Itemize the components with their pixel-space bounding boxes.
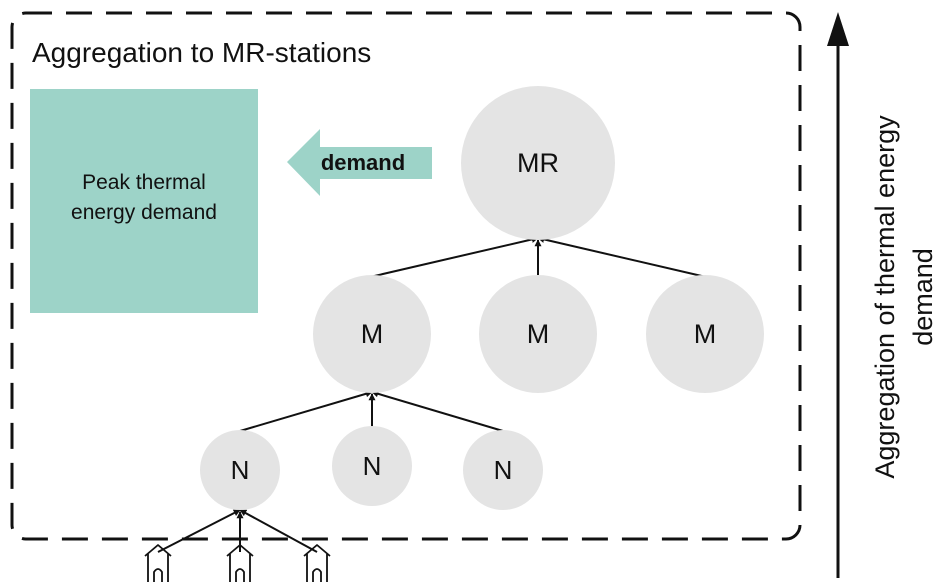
node-n2 bbox=[332, 426, 412, 506]
aggregation-axis-arrowhead bbox=[827, 12, 849, 46]
connector-m1-mr bbox=[369, 236, 539, 278]
connector-n3-m1 bbox=[371, 390, 504, 432]
house-icon bbox=[303, 544, 331, 582]
demand-arrow bbox=[287, 129, 432, 196]
node-m3-label: M bbox=[694, 319, 717, 349]
peak-demand-label-line2: energy demand bbox=[71, 201, 217, 224]
node-n1-label: N bbox=[231, 455, 250, 485]
node-m1 bbox=[313, 275, 431, 393]
house-icon bbox=[144, 544, 172, 582]
node-mr-label: MR bbox=[517, 148, 559, 178]
peak-demand-label-line1: Peak thermal bbox=[82, 171, 206, 194]
node-n3 bbox=[463, 430, 543, 510]
connector-m3-mr bbox=[537, 236, 707, 278]
node-n2-label: N bbox=[363, 451, 382, 481]
connector-house3-n1 bbox=[239, 509, 318, 553]
peak-demand-box bbox=[30, 89, 258, 313]
node-n3-label: N bbox=[494, 455, 513, 485]
aggregation-frame bbox=[10, 11, 802, 541]
node-m2-label: M bbox=[527, 319, 550, 349]
house-icon bbox=[226, 544, 254, 582]
node-m1-label: M bbox=[361, 319, 384, 349]
side-axis-label-line1: Aggregation of thermal energy bbox=[870, 115, 900, 479]
node-m3 bbox=[646, 275, 764, 393]
node-n1 bbox=[200, 430, 280, 510]
node-mr bbox=[461, 86, 615, 240]
connector-n1-m1 bbox=[239, 390, 373, 432]
side-axis-label-line2: demand bbox=[908, 248, 936, 346]
connector-house1-n1 bbox=[157, 509, 241, 553]
demand-arrow-label: demand bbox=[321, 150, 405, 175]
frame-title: Aggregation to MR-stations bbox=[32, 37, 371, 68]
node-m2 bbox=[479, 275, 597, 393]
